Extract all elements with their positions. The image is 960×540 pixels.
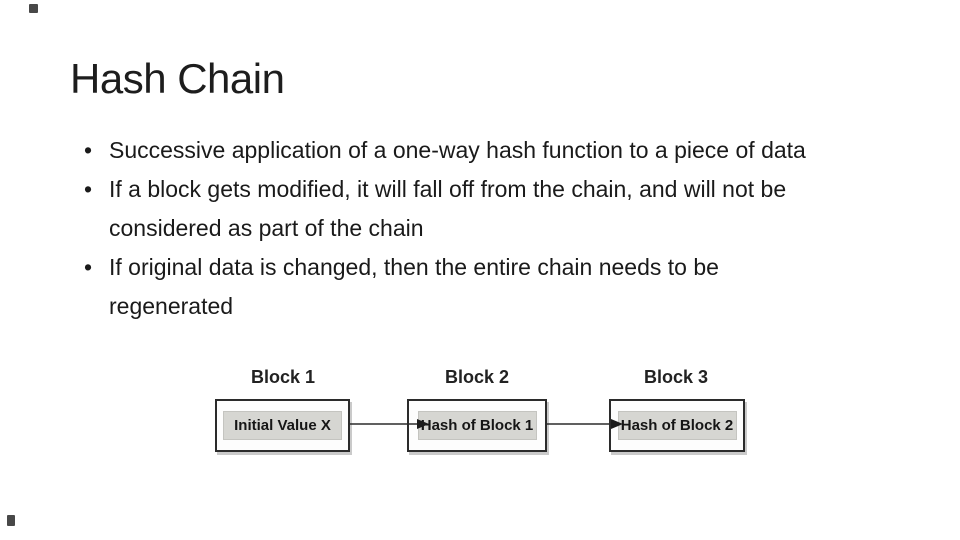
- block-3-label: Block 3: [643, 367, 709, 387]
- bullet-item: • Successive application of a one-way ha…: [84, 131, 806, 170]
- block-2-value: Hash of Block 1: [417, 411, 537, 440]
- bullet-text: Successive application of a one-way hash…: [109, 131, 806, 170]
- scan-artifact-bottom-left: [7, 515, 15, 526]
- block-2-box: Hash of Block 1: [407, 399, 547, 452]
- block-3-value: Hash of Block 2: [617, 411, 737, 440]
- block-1-box: Initial Value X: [215, 399, 350, 452]
- bullet-line: Successive application of a one-way hash…: [109, 137, 806, 163]
- page-title: Hash Chain: [70, 55, 285, 102]
- bullet-line: regenerated: [109, 293, 234, 319]
- scan-artifact-top-left: [29, 4, 38, 13]
- bullet-item: • If a block gets modified, it will fall…: [84, 170, 806, 248]
- block-1-value: Initial Value X: [223, 411, 342, 440]
- block-1-label: Block 1: [250, 367, 316, 387]
- bullet-marker: •: [84, 137, 93, 163]
- bullet-marker: •: [84, 176, 93, 202]
- block-2-label: Block 2: [444, 367, 510, 387]
- block-3-box: Hash of Block 2: [609, 399, 745, 452]
- bullet-text: If original data is changed, then the en…: [109, 248, 719, 326]
- bullet-line: considered as part of the chain: [109, 215, 424, 241]
- bullet-marker: •: [84, 254, 93, 280]
- hash-chain-diagram: Block 1 Block 2 Block 3 Initial Value X …: [0, 355, 960, 475]
- bullet-text: If a block gets modified, it will fall o…: [109, 170, 786, 248]
- bullet-line: If a block gets modified, it will fall o…: [109, 176, 787, 202]
- bullet-item: • If original data is changed, then the …: [84, 248, 806, 326]
- bullet-line: If original data is changed, then the en…: [109, 254, 719, 280]
- bullet-list: • Successive application of a one-way ha…: [84, 131, 806, 326]
